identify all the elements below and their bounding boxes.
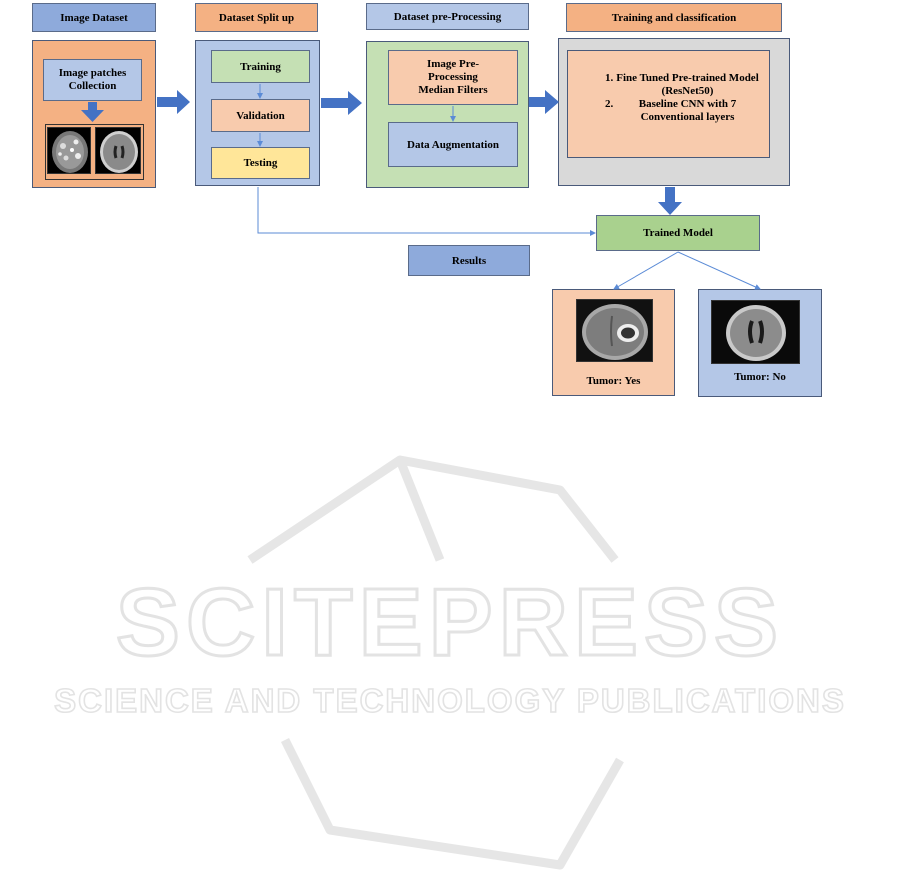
block-arrow-to-trained (658, 187, 682, 215)
median-filter-box: Image Pre- Processing Median Filters (388, 50, 518, 105)
results-box: Results (408, 245, 530, 276)
header-dataset-split: Dataset Split up (195, 3, 318, 32)
arrow-trained-to-yes (613, 251, 679, 290)
model-item-resnet50: Fine Tuned Pre-trained Model (ResNet50) (616, 72, 759, 98)
block-arrow-3 (529, 90, 559, 114)
tumor-yes-label: Tumor: Yes (586, 375, 641, 387)
training-box: Training (211, 50, 310, 83)
block-arrow-2 (321, 91, 362, 115)
watermark-title: SCITEPRESS (116, 569, 784, 676)
testing-box: Testing (211, 147, 310, 179)
image-patches-collection-box: Image patches Collection (43, 59, 142, 101)
model-list-box: Fine Tuned Pre-trained Model (ResNet50) … (567, 50, 770, 158)
mri-sample-1 (47, 127, 91, 174)
mri-sample-2 (95, 127, 141, 174)
tumor-no-panel: Tumor: No (698, 289, 822, 397)
block-arrow-collection-down (81, 102, 104, 122)
tumor-no-label: Tumor: No (734, 371, 786, 383)
watermark-subtitle: SCIENCE AND TECHNOLOGY PUBLICATIONS (54, 682, 846, 719)
header-preprocessing: Dataset pre-Processing (366, 3, 529, 30)
arrow-trained-to-no (677, 251, 761, 290)
connector-testing-to-trained (257, 187, 596, 236)
block-arrow-1 (157, 90, 190, 114)
header-image-dataset: Image Dataset (32, 3, 156, 32)
header-training-classification: Training and classification (566, 3, 782, 32)
validation-box: Validation (211, 99, 310, 132)
mri-tumor-yes (576, 299, 653, 362)
mri-tumor-no (711, 300, 800, 364)
data-augmentation-box: Data Augmentation (388, 122, 518, 167)
tumor-yes-panel: Tumor: Yes (552, 289, 675, 396)
model-item-baseline-cnn: Baseline CNN with 7 Conventional layers (616, 98, 759, 124)
trained-model-box: Trained Model (596, 215, 760, 251)
